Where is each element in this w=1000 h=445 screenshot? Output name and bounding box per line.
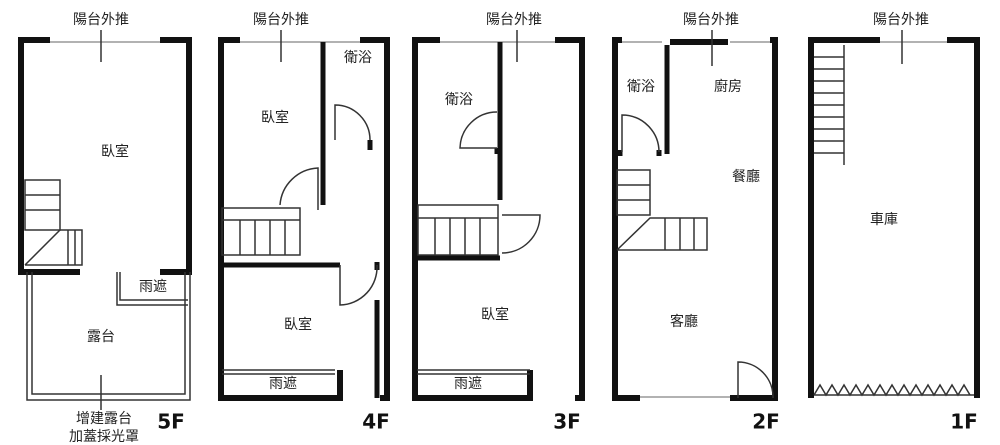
stairs [417,204,499,256]
floor-label: 1F [950,410,978,434]
room-bathroom: 衛浴 [344,50,372,66]
room-bathroom: 衛浴 [445,92,473,108]
room-living: 客廳 [670,313,698,330]
note-line1: 增建露台 [76,411,132,427]
balcony-label: 陽台外推 [683,12,739,28]
garage-door [813,383,974,397]
stairs [24,179,83,266]
floor-4f: 陽台外推 衛浴 臥室 臥室 雨遮 4F [218,12,390,434]
floor-1f: 陽台外推 車庫 1F [808,12,980,434]
balcony-label: 陽台外推 [873,12,929,28]
room-bedroom: 臥室 [284,316,312,333]
stairs [814,45,845,165]
room-dining: 餐廳 [732,168,760,185]
stairs [221,207,301,256]
floor-3f: 陽台外推 衛浴 臥室 雨遮 3F [412,12,585,434]
balcony-label: 陽台外推 [486,12,542,28]
floor-5f: 陽台外推 臥室 雨遮 露台 增建露台 加蓋採光罩 5F [18,12,192,445]
room-terrace: 露台 [87,329,115,345]
room-kitchen: 廚房 [714,78,742,95]
floor-label: 4F [362,410,390,434]
floor-label: 3F [553,410,581,434]
floor-label: 2F [752,410,780,434]
room-bathroom: 衛浴 [627,79,655,95]
floor-2f: 陽台外推 衛浴 廚房 餐廳 客廳 2F [612,12,780,434]
note-line2: 加蓋採光罩 [69,429,139,445]
room-garage: 車庫 [870,211,898,228]
room-bedroom: 臥室 [481,306,509,323]
room-awning: 雨遮 [454,376,482,392]
room-bedroom: 臥室 [101,143,129,160]
floor-label: 5F [157,410,185,434]
room-awning: 雨遮 [269,376,297,392]
balcony-label: 陽台外推 [253,12,309,28]
room-awning: 雨遮 [139,279,167,295]
balcony-label: 陽台外推 [73,12,129,28]
stairs [616,169,708,251]
room-bedroom: 臥室 [261,109,289,126]
